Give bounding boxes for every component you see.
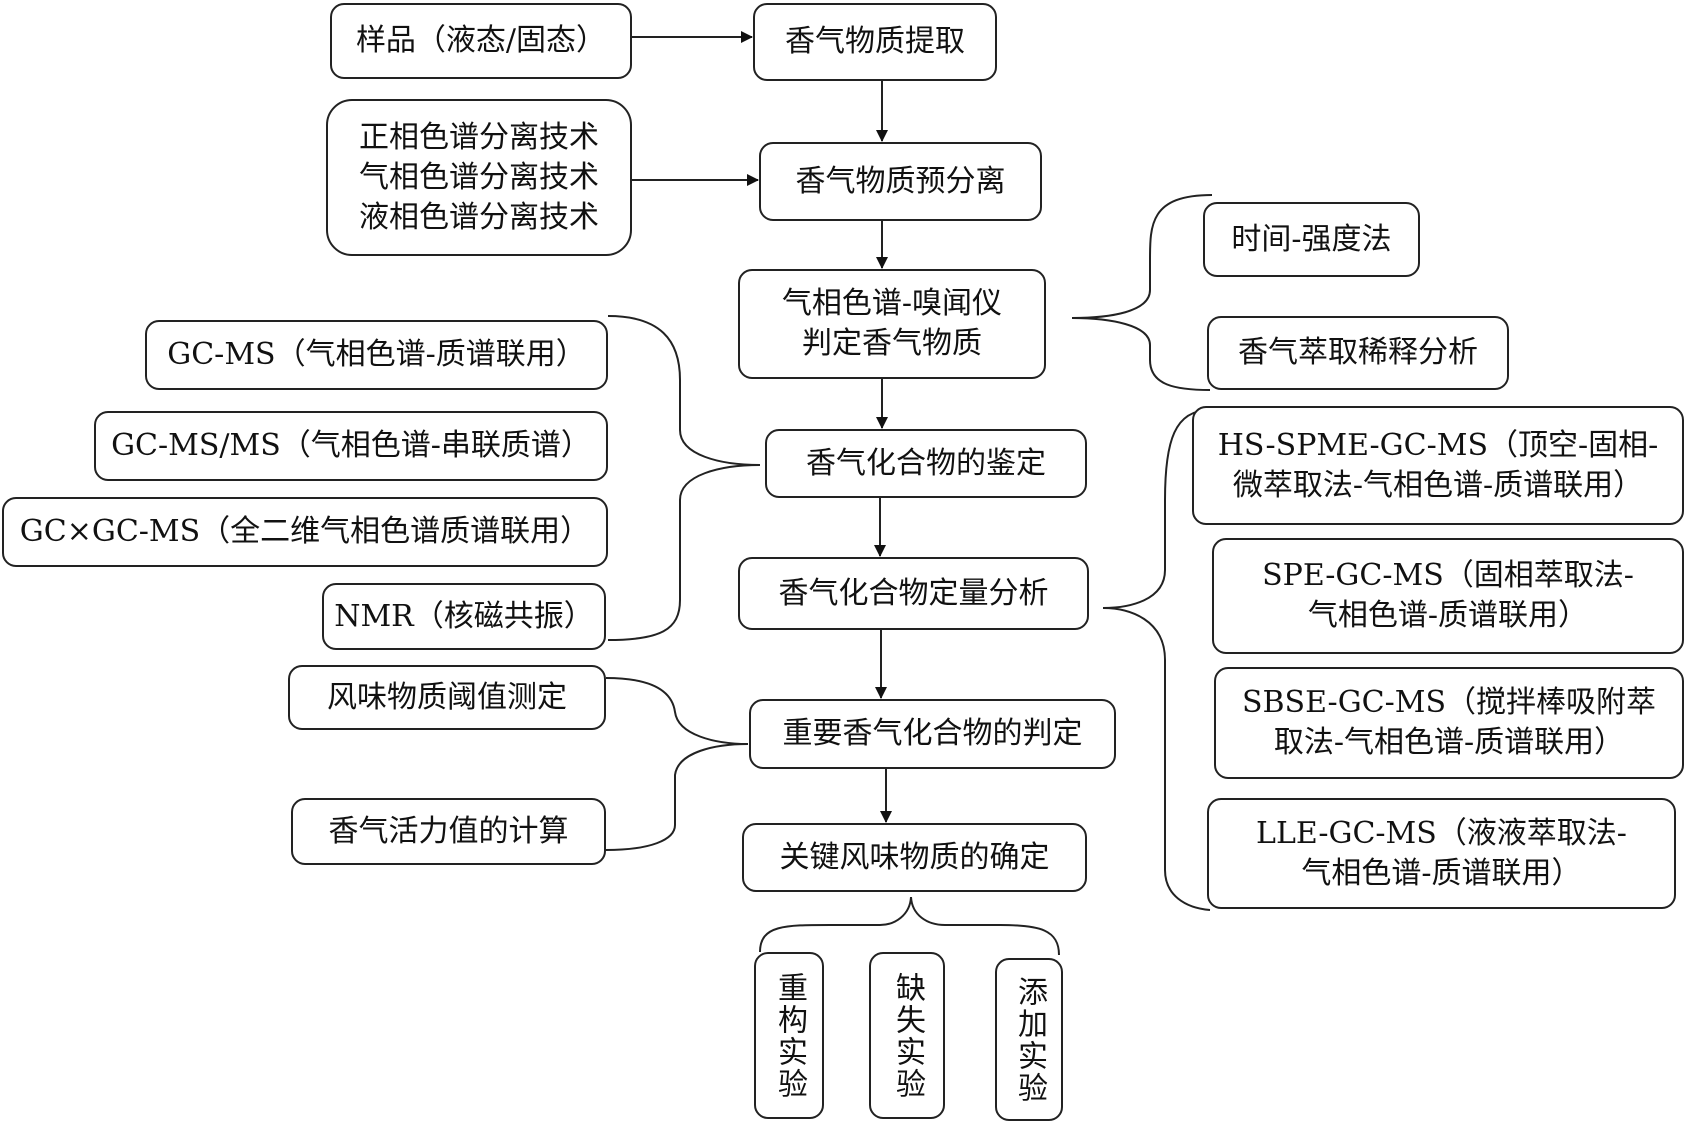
step-identify: 香气化合物的鉴定 bbox=[765, 429, 1087, 498]
method-label: SBSE-GC-MS（搅拌棒吸附萃 取法-气相色谱-质谱联用） bbox=[1241, 685, 1657, 760]
brace-quantification-methods bbox=[1102, 409, 1211, 911]
identification-method-gcmsms: GC-MS/MS（气相色谱-串联质谱） bbox=[94, 411, 608, 481]
quantification-method-sbse: SBSE-GC-MS（搅拌棒吸附萃 取法-气相色谱-质谱联用） bbox=[1214, 667, 1684, 779]
method-label: LLE-GC-MS（液液萃取法- 气相色谱-质谱联用） bbox=[1256, 815, 1627, 891]
step-preseparate: 香气物质预分离 bbox=[759, 142, 1042, 221]
identification-method-gcms: GC-MS（气相色谱-质谱联用） bbox=[145, 320, 608, 390]
method-label: HS-SPME-GC-MS（顶空-固相- 微萃取法-气相色谱-质谱联用） bbox=[1217, 427, 1659, 503]
step-label: 香气化合物的鉴定 bbox=[806, 445, 1046, 481]
method-label: 风味物质阈值测定 bbox=[327, 679, 567, 715]
brace-importance-methods bbox=[605, 677, 749, 851]
brace-validation-experiments bbox=[759, 896, 1060, 956]
separation-techniques-box: 正相色谱分离技术 气相色谱分离技术 液相色谱分离技术 bbox=[326, 99, 632, 256]
method-label: 香气活力值的计算 bbox=[328, 813, 569, 849]
step-quantify: 香气化合物定量分析 bbox=[738, 557, 1089, 630]
method-label: 香气萃取稀释分析 bbox=[1238, 335, 1478, 370]
step-important: 重要香气化合物的判定 bbox=[749, 699, 1116, 769]
method-label: SPE-GC-MS（固相萃取法- 气相色谱-质谱联用） bbox=[1262, 558, 1634, 633]
step-extract: 香气物质提取 bbox=[753, 3, 997, 81]
method-label: 时间-强度法 bbox=[1231, 221, 1392, 257]
gco-method-aeda: 香气萃取稀释分析 bbox=[1207, 316, 1509, 390]
experiment-addition: 添加实验 bbox=[995, 958, 1063, 1121]
importance-method-threshold: 风味物质阈值测定 bbox=[288, 665, 606, 730]
experiment-omission: 缺失实验 bbox=[869, 952, 945, 1119]
step-label: 重要香气化合物的判定 bbox=[782, 716, 1083, 751]
step-label: 香气化合物定量分析 bbox=[778, 575, 1049, 611]
identification-method-nmr: NMR（核磁共振） bbox=[322, 583, 606, 650]
step-label: 气相色谱-嗅闻仪 判定香气物质 bbox=[781, 286, 1003, 361]
separation-techniques-label: 正相色谱分离技术 气相色谱分离技术 液相色谱分离技术 bbox=[359, 119, 599, 235]
gco-method-time-intensity: 时间-强度法 bbox=[1203, 202, 1420, 277]
importance-method-oav: 香气活力值的计算 bbox=[291, 798, 606, 865]
quantification-method-spe: SPE-GC-MS（固相萃取法- 气相色谱-质谱联用） bbox=[1212, 538, 1684, 654]
experiment-label: 添加实验 bbox=[1012, 975, 1047, 1104]
method-label: GC-MS（气相色谱-质谱联用） bbox=[167, 337, 586, 372]
experiment-label: 缺失实验 bbox=[890, 971, 925, 1100]
quantification-method-hs-spme: HS-SPME-GC-MS（顶空-固相- 微萃取法-气相色谱-质谱联用） bbox=[1192, 406, 1684, 525]
experiment-label: 重构实验 bbox=[772, 971, 807, 1100]
method-label: GC-MS/MS（气相色谱-串联质谱） bbox=[111, 428, 591, 463]
step-gco: 气相色谱-嗅闻仪 判定香气物质 bbox=[738, 269, 1046, 379]
identification-method-gcxgcms: GC×GC-MS（全二维气相色谱质谱联用） bbox=[2, 497, 608, 567]
method-label: NMR（核磁共振） bbox=[334, 598, 594, 634]
sample-label: 样品（液态/固态） bbox=[355, 23, 607, 58]
method-label: GC×GC-MS（全二维气相色谱质谱联用） bbox=[19, 514, 591, 549]
brace-identification-methods bbox=[607, 315, 761, 641]
experiment-recombination: 重构实验 bbox=[754, 952, 824, 1119]
quantification-method-lle: LLE-GC-MS（液液萃取法- 气相色谱-质谱联用） bbox=[1207, 798, 1676, 909]
step-label: 香气物质预分离 bbox=[795, 163, 1006, 199]
step-key: 关键风味物质的确定 bbox=[742, 823, 1087, 892]
brace-gco-methods bbox=[1071, 194, 1213, 391]
sample-box: 样品（液态/固态） bbox=[330, 3, 632, 79]
step-label: 关键风味物质的确定 bbox=[779, 839, 1050, 875]
step-label: 香气物质提取 bbox=[785, 24, 965, 59]
